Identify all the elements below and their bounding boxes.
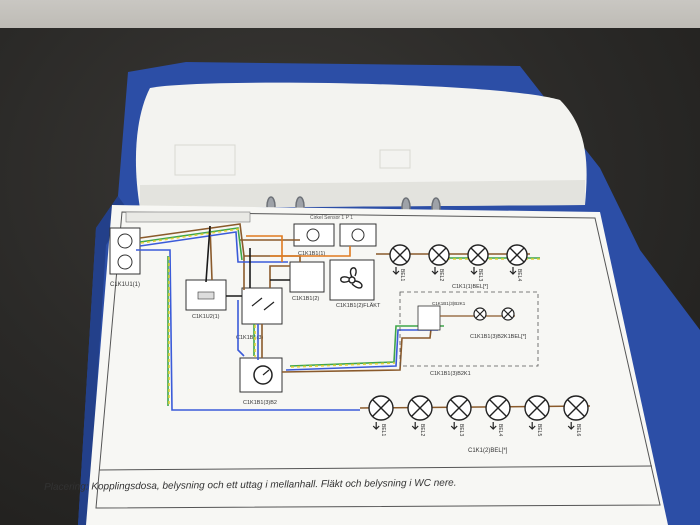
back-page-faint-box-2 [379,149,411,169]
fan-label: C1K1B1(2)FLÄKT [336,302,381,309]
front-page [86,205,668,525]
bottom-lamp-label: BEL5 [536,424,542,436]
inner-junction [417,305,441,331]
wire-green [139,227,540,406]
top-lamp-1: BEL1 [389,244,411,281]
binder-edge [78,196,128,525]
box-lamp-1-cross [475,309,485,319]
fan-switch-label: C1K1B1(2) [292,296,319,302]
wire-black [205,225,290,297]
bottom-lamp-4: BEL4 [485,395,511,436]
box-group-label: C1K1B1(3)B2K1BEL[*] [470,334,527,340]
top-lamp-label: BEL4 [516,269,522,281]
wire-blue [136,231,438,411]
bottom-lamp-5: BEL5 [524,395,550,436]
bottom-lamp-row: BEL1 BEL2 BEL3 BEL4 BEL5 BEL6 [368,395,589,436]
bottom-lamp-label: BEL4 [497,424,503,436]
fan-box [329,259,375,301]
top-lamp-4: BEL4 [506,244,528,281]
box-main-label: C1K1B1(3)B2K1 [430,371,471,377]
bottom-lamp-wire [359,405,591,409]
socket-label: C1K1U1(1) [110,282,140,288]
footer-separator [98,465,653,471]
wire-yellow [140,228,541,407]
b3-contact-1 [251,297,263,307]
header-top-text: Cirkel Sensor 1 P 1 [310,215,353,221]
dimmer-label: C1K1B1(3)B2 [243,400,277,406]
box-lamps [473,307,515,321]
switch2-knob [351,228,365,242]
dimmer-knob [253,365,273,385]
wire-orange [246,235,351,262]
top-lamp-label: BEL1 [399,269,405,281]
bottom-lamp-label: BEL2 [419,424,425,436]
top-group-label: C1K1(1)BEL[*] [452,284,489,290]
drawing-frame [95,211,661,509]
socket-box [109,227,141,275]
switch1-knob [306,228,320,242]
socket-bottom [117,254,133,270]
fan-icon [340,267,363,289]
bottom-lamp-label: BEL1 [380,424,386,436]
top-lamp-label: BEL3 [477,269,483,281]
lamp-group-box [399,291,539,367]
bottom-lamp-1: BEL1 [368,395,394,436]
socket-top [117,233,133,249]
box-inner-label: C1K1B1(3)B2K1 [432,301,466,306]
fan-switch-box [289,261,325,293]
bottom-group-label: C1K1(2)BEL[*] [468,448,508,454]
bottom-lamp-2: BEL2 [407,395,433,436]
back-page-faint-box [174,144,236,176]
header-strip [125,211,251,223]
back-page-shade [140,180,585,208]
top-lamp-row: BEL1 BEL2 BEL3 BEL4 [389,244,528,281]
top-lamp-2: BEL2 [428,244,450,281]
b3-contact-2 [263,301,275,311]
dimmer-box [239,357,283,393]
back-page [135,82,587,208]
bottom-lamp-label: BEL3 [458,424,464,436]
bottom-lamp-3: BEL3 [446,395,472,436]
u2-inner [197,291,215,300]
wire-brown [139,223,433,373]
bottom-lamp-6: BEL6 [563,395,589,436]
switch2-box [339,223,377,247]
b3-label: C1K1B1(3) [236,335,263,341]
u2-label: C1K1U2(1) [192,314,220,320]
bottom-lamp-label: BEL6 [575,424,581,436]
dimmer-pointer [262,369,270,376]
box-lamp-2-cross [503,309,513,319]
top-lamp-3: BEL3 [467,244,489,281]
b3-box [241,287,283,325]
switch1-label: C1K1B1(1) [298,251,325,257]
switch1-box [293,223,335,247]
top-lamp-label: BEL2 [438,269,444,281]
wire-bundle [136,223,541,411]
